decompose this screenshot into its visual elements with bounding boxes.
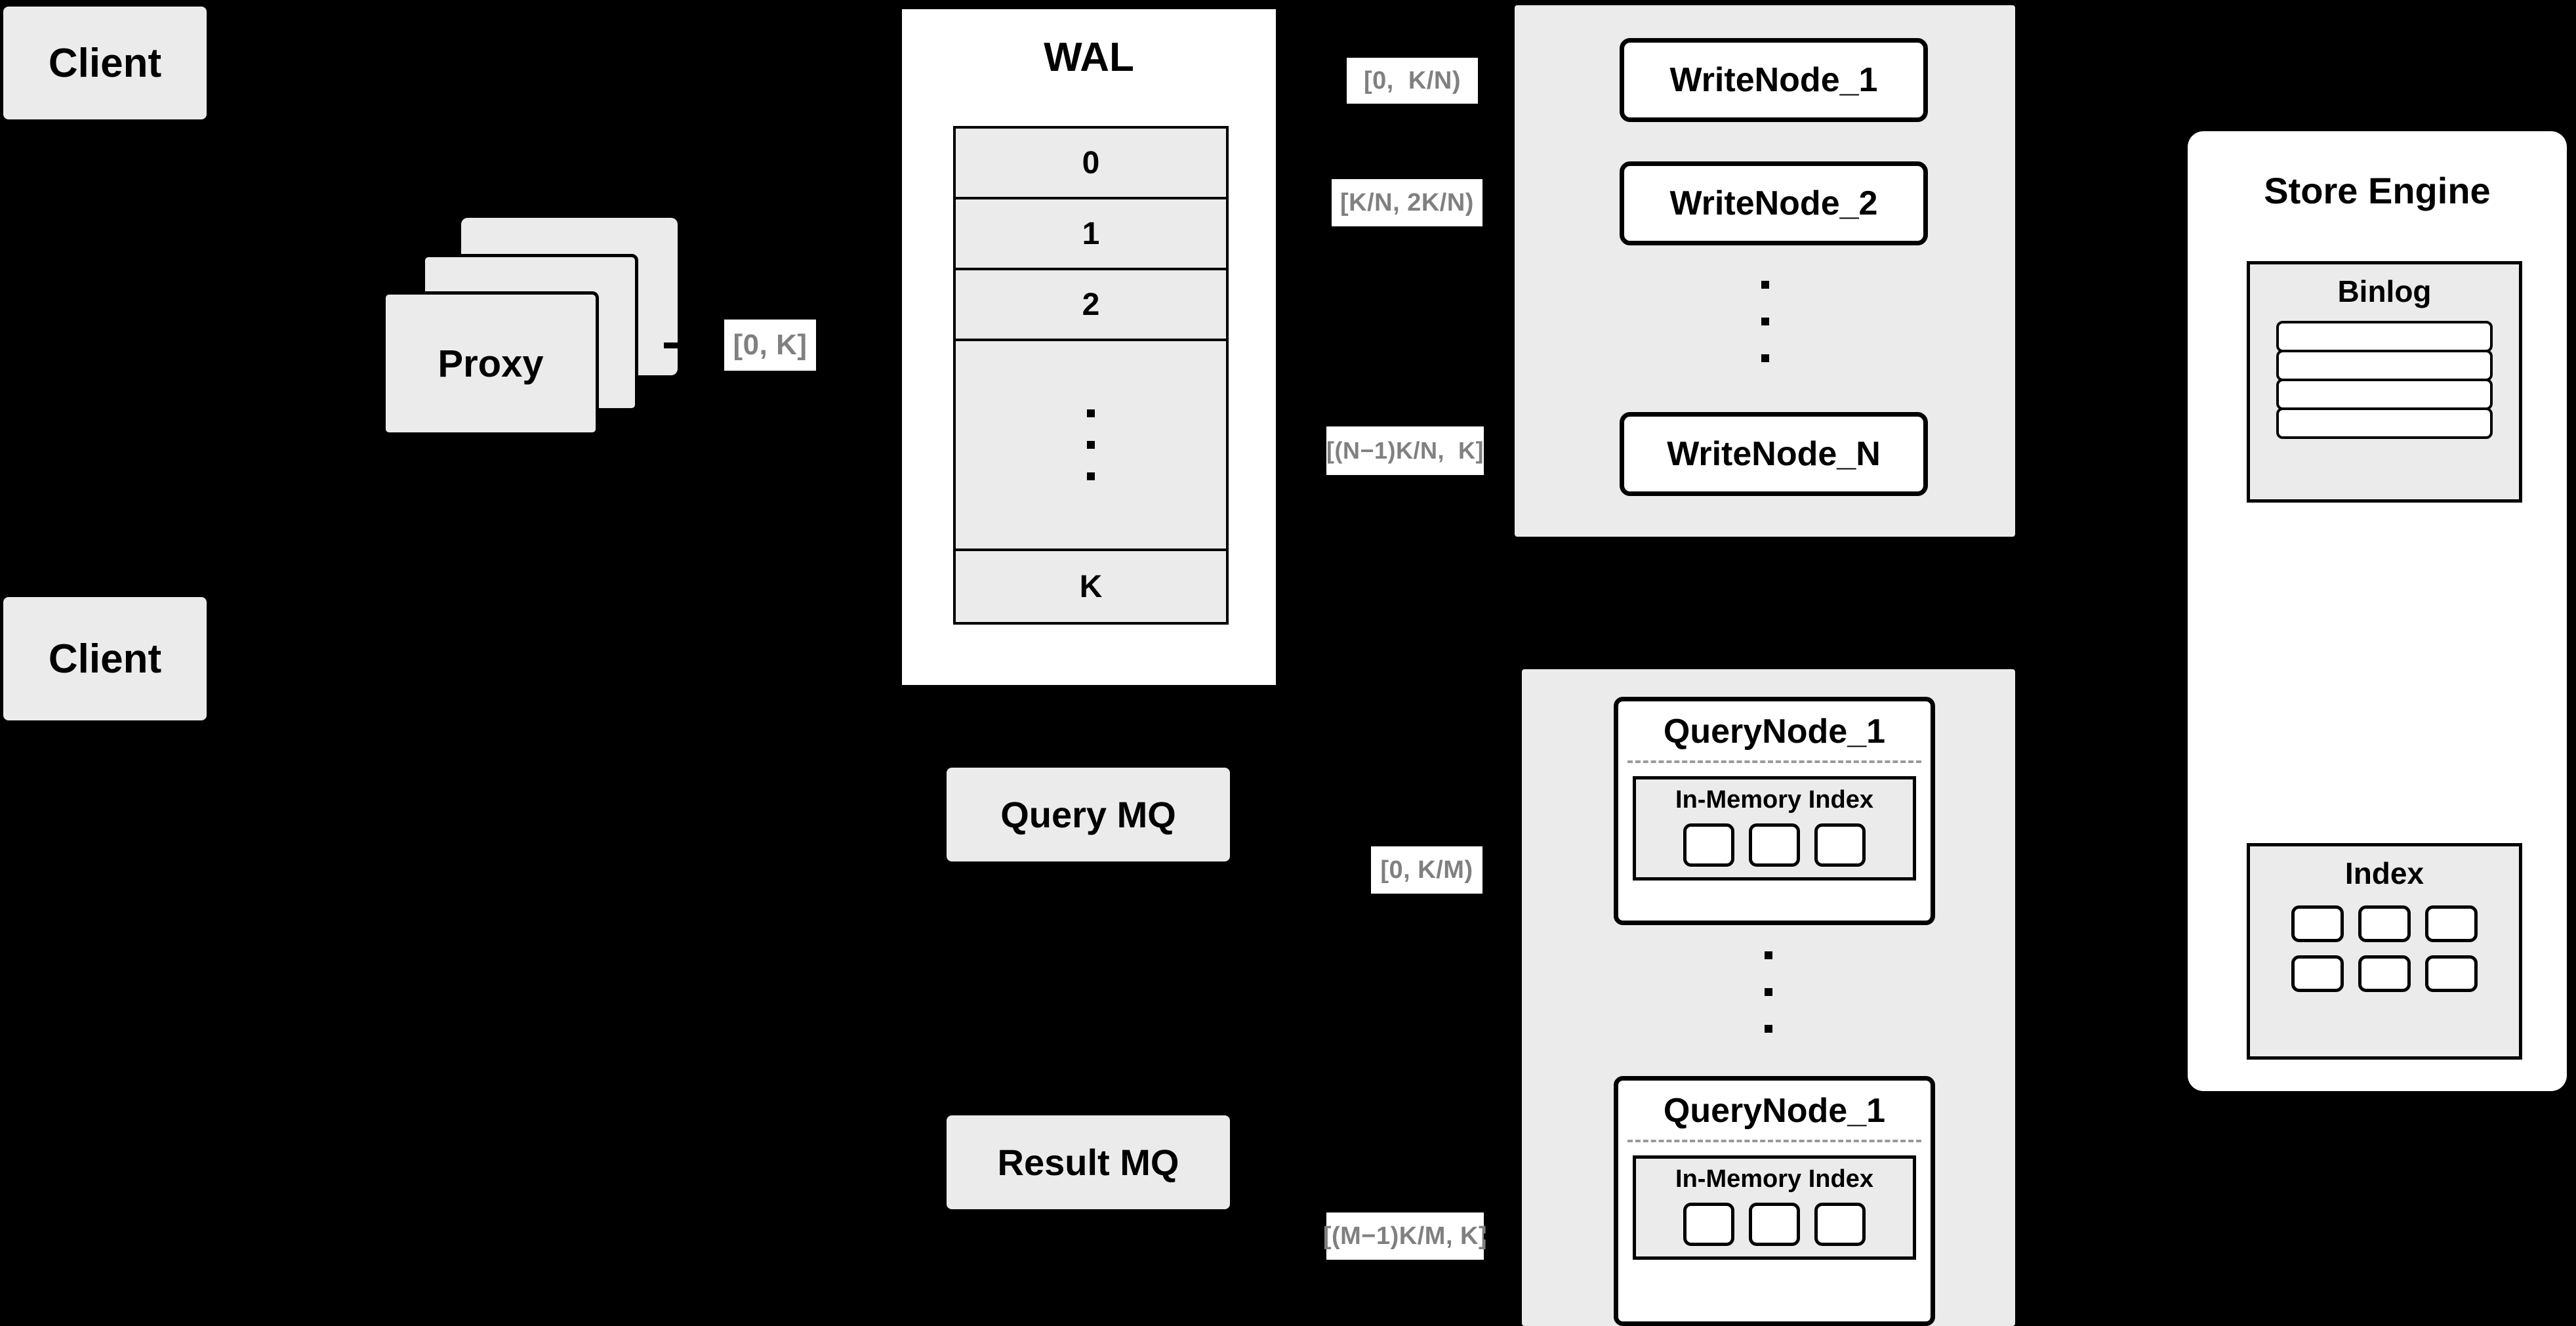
ellipsis-dot (1087, 441, 1095, 449)
index-chip (2358, 955, 2411, 992)
binlog-bar (2276, 321, 2493, 352)
binlog-bars (2250, 321, 2519, 439)
ellipsis-dot (1087, 472, 1095, 480)
wal-row: K (1079, 569, 1103, 604)
arrow-shaft-index (2086, 945, 2158, 949)
ellipsis-dot (1761, 354, 1769, 362)
in-memory-index-m: In-Memory Index (1633, 1155, 1916, 1260)
writenode-label-1: WriteNode_1 (1669, 61, 1878, 99)
index-chip (2291, 955, 2344, 992)
binlog-bar (2276, 350, 2493, 381)
binlog-bar (2276, 407, 2493, 439)
writenode-label-2: WriteNode_2 (1669, 184, 1878, 222)
ellipsis-dot (1761, 281, 1769, 289)
binlog-title: Binlog (2337, 274, 2432, 308)
index-chip (1749, 823, 1800, 867)
index-chip (1683, 1203, 1734, 1246)
in-memory-index-title-m: In-Memory Index (1675, 1165, 1873, 1193)
querynode-panel: QueryNode_1 In-Memory Index QueryNode_1 … (1522, 669, 2015, 1326)
wal-table: 0 1 2 K (953, 126, 1229, 625)
querynode-m-range-label: [(M−1)K/M, K] (1322, 1212, 1488, 1260)
result-mq-box[interactable]: Result MQ (947, 1115, 1230, 1209)
arrow-head-open-binlog (2150, 369, 2196, 416)
querynode-card-m[interactable]: QueryNode_1 In-Memory Index (1614, 1076, 1935, 1326)
querynode-m-range-text: [(M−1)K/M, K] (1322, 1222, 1488, 1250)
index-title: Index (2344, 856, 2424, 890)
writenode-n-range-text: [(N−1)K/N, K] (1326, 437, 1484, 464)
index-box: Index (2247, 843, 2522, 1060)
writenode-panel: WriteNode_1 WriteNode_2 WriteNode_N (1515, 5, 2015, 537)
in-memory-index-chips-1 (1636, 823, 1913, 867)
index-chip (1814, 1203, 1866, 1246)
index-chip (2291, 905, 2344, 942)
wal-container: WAL 0 1 2 K (898, 5, 1280, 689)
index-chip-grid (2250, 905, 2519, 992)
proxy-label: Proxy (438, 342, 544, 385)
writenode-2-range-text: [K/N, 2K/N) (1340, 188, 1474, 217)
proxy-range-label: [0, K] (724, 320, 816, 371)
querynode-1-range-text: [0, K/M) (1380, 856, 1473, 884)
client-label-1: Client (48, 40, 162, 86)
ellipsis-dot (1765, 1025, 1772, 1033)
ellipsis-dot (1087, 409, 1095, 417)
proxy-to-wal-connector (664, 342, 724, 348)
wal-row: 2 (956, 270, 1226, 341)
index-chip (2425, 905, 2478, 942)
querynode-title-1: QueryNode_1 (1663, 713, 1886, 751)
wal-row: 1 (956, 199, 1226, 270)
wal-row: 0 (956, 129, 1226, 199)
proxy-card-front[interactable]: Proxy (382, 291, 599, 436)
wal-title: WAL (1044, 35, 1134, 80)
client-box-2[interactable]: Client (3, 597, 207, 720)
in-memory-index-1: In-Memory Index (1633, 776, 1916, 881)
arrow-head-open-index (2150, 924, 2196, 971)
store-engine-container: Store Engine Binlog Index (2188, 131, 2567, 1091)
querynode-divider-m (1627, 1140, 1921, 1142)
index-chip (1749, 1203, 1800, 1246)
in-memory-index-chips-m (1636, 1203, 1913, 1246)
index-chip (1814, 823, 1866, 867)
writenode-box-1[interactable]: WriteNode_1 (1620, 38, 1928, 122)
writenode-2-range-label: [K/N, 2K/N) (1332, 179, 1482, 226)
proxy-range-text: [0, K] (733, 329, 808, 361)
querynode-ellipsis (1764, 951, 1773, 1033)
in-memory-index-title-1: In-Memory Index (1675, 786, 1873, 814)
proxy-stack[interactable]: Proxy (382, 218, 678, 436)
result-mq-label: Result MQ (997, 1142, 1179, 1183)
writenode-1-range-label: [0, K/N) (1347, 58, 1478, 104)
writenode-label-n: WriteNode_N (1667, 435, 1881, 473)
index-chip (2425, 955, 2478, 992)
writenode-1-range-text: [0, K/N) (1363, 66, 1462, 94)
writenode-ellipsis (1761, 281, 1770, 362)
querynode-title-m: QueryNode_1 (1663, 1092, 1886, 1130)
querynode-divider-1 (1627, 760, 1921, 763)
writenode-n-range-label: [(N−1)K/N, K] (1326, 426, 1484, 475)
writenode-box-2[interactable]: WriteNode_2 (1620, 161, 1928, 245)
querynode-card-1[interactable]: QueryNode_1 In-Memory Index (1614, 697, 1935, 925)
ellipsis-dot (1765, 988, 1772, 996)
index-chip (2358, 905, 2411, 942)
client-box-1[interactable]: Client (3, 7, 207, 119)
arrow-shaft-binlog (2086, 390, 2158, 394)
ellipsis-dot (1761, 318, 1769, 325)
ellipsis-dot (1765, 951, 1772, 959)
binlog-bar (2276, 379, 2493, 410)
wal-ellipsis-row (956, 341, 1226, 551)
binlog-box: Binlog (2247, 261, 2522, 503)
writenode-box-n[interactable]: WriteNode_N (1620, 412, 1928, 496)
querynode-1-range-label: [0, K/M) (1371, 846, 1482, 894)
client-label-2: Client (48, 636, 162, 682)
query-mq-box[interactable]: Query MQ (947, 768, 1230, 861)
store-engine-title: Store Engine (2264, 170, 2491, 211)
query-mq-label: Query MQ (1000, 794, 1176, 835)
index-chip (1683, 823, 1734, 867)
